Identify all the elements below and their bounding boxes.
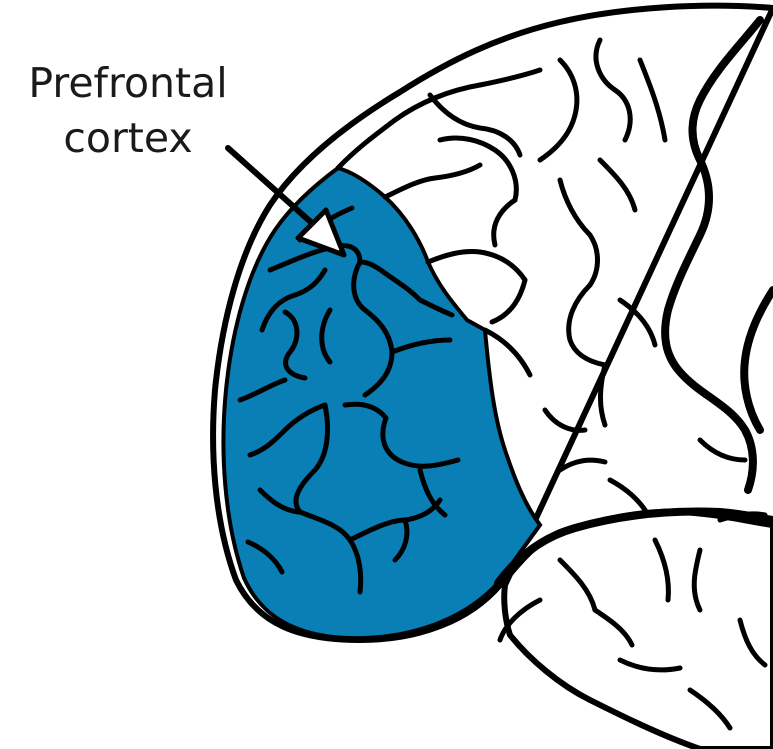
label-line-1: Prefrontal	[28, 59, 227, 107]
label-line-2: cortex	[63, 114, 192, 162]
posterior-sulcus	[744, 290, 773, 430]
